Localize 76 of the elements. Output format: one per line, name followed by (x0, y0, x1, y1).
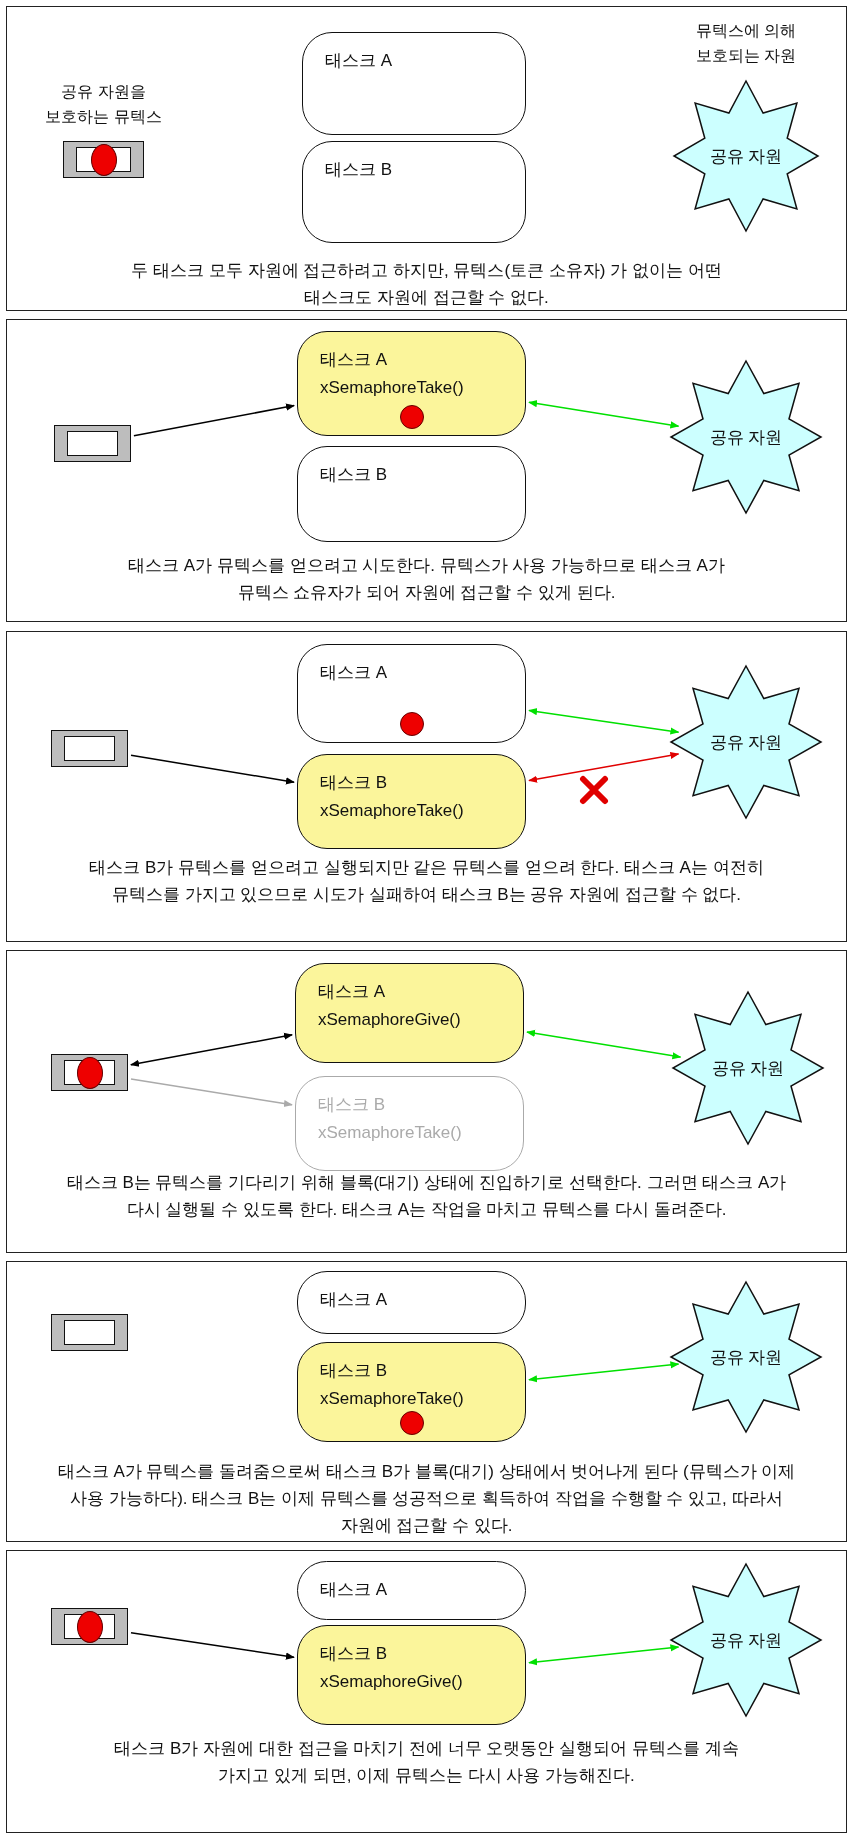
task-label: 태스크 B (320, 772, 389, 794)
caption-text: 태스크 A가 뮤텍스를 얻으려고 시도한다. 뮤텍스가 사용 가능하므로 태스크 A가 뮤텍스 쇼유자가 되어 자원에 접근할 수 있게 된다. (127, 555, 726, 605)
arrow (526, 1029, 682, 1060)
task-label: 태스크 B (325, 159, 394, 181)
caption-text: 태스크 A가 뮤텍스를 돌려줌으로써 태스크 B가 블록(대기) 상태에서 벗어나게 된다 (뮤텍스가 이제 사용 가능하다). 태스크 B는 이제 뮤텍스를 성공적으로 획득하여 작업을 수행할 수 있고, 따라서 자원에 접근할 수 있다. (56, 1461, 797, 1538)
caption-text: 태스크 B는 뮤텍스를 기다리기 위해 블록(대기) 상태에 진입하기로 선택한다. 그러면 태스크 A가 다시 실행될 수 있도록 한다. 태스크 A는 작업을 마치고 뮤텍스를 다시 돌려준다. (65, 1172, 788, 1222)
task-label: 태스크 B (320, 464, 389, 486)
function-call-text: xSemaphoreTake() (320, 377, 465, 399)
task-box (297, 1271, 526, 1334)
task-label: 태스크 A (320, 1579, 389, 1601)
caption-text: 태스크 B가 뮤텍스를 얻으려고 실행되지만 같은 뮤텍스를 얻으려 한다. 태스크 A는 여전히 뮤텍스를 가지고 있으므로 시도가 실패하여 태스크 B는 공유 자원에 접근할 수 없다. (88, 857, 765, 907)
arrow (130, 754, 295, 785)
task-box (297, 1342, 526, 1442)
panel-frame (6, 1261, 847, 1542)
task-label: 태스크 A (318, 981, 387, 1003)
caption-text: 태스크 B가 자원에 대한 접근을 마치기 전에 너무 오랫동안 실행되어 뮤텍스를 계속 가지고 있게 되면, 이제 뮤텍스는 다시 사용 가능해진다. (113, 1738, 740, 1788)
panel-frame (6, 6, 847, 311)
task-box (302, 32, 526, 135)
task-label: 태스크 B (318, 1094, 387, 1116)
task-label: 태스크 A (320, 662, 389, 684)
task-box (295, 1076, 524, 1171)
task-box (297, 754, 526, 849)
token-circle (90, 143, 117, 176)
mutex-drawing (51, 1608, 128, 1645)
task-label: 태스크 A (320, 1289, 389, 1311)
star-shape (673, 992, 823, 1144)
star-shape (671, 666, 821, 818)
mutex-drawing (51, 730, 128, 767)
task-box (297, 1625, 526, 1725)
resource-name: 공유 자원 (709, 145, 783, 168)
resource-name: 공유 자원 (709, 731, 783, 754)
mutex-drawing (51, 1054, 128, 1091)
mutex-label: 공유 자원을 보호하는 뮤텍스 (44, 81, 163, 128)
task-box (297, 446, 526, 542)
function-call-text: xSemaphoreTake() (320, 800, 465, 822)
caption-text: 두 태스크 모두 자원에 접근하려고 하지만, 뮤텍스(토큰 소유자) 가 없이는 어떤 태스크도 자원에 접근할 수 없다. (130, 260, 723, 310)
token-circle (400, 1411, 425, 1435)
arrow (130, 1032, 293, 1067)
token-circle (400, 405, 425, 429)
mutex-drawing (51, 1314, 128, 1351)
resource-name: 공유 자원 (711, 1057, 785, 1080)
resource-name: 공유 자원 (709, 1346, 783, 1369)
token-circle (400, 712, 425, 736)
arrow (528, 1361, 680, 1383)
task-box (297, 644, 526, 743)
function-call-text: xSemaphoreGive() (318, 1009, 462, 1031)
resource-name: 공유 자원 (709, 426, 783, 449)
task-box (302, 141, 526, 243)
panel-frame (6, 950, 847, 1253)
panel-frame (6, 631, 847, 942)
resource-name: 공유 자원 (709, 1629, 783, 1652)
task-box (295, 963, 524, 1063)
star-shape (671, 1564, 821, 1716)
arrow (130, 1078, 293, 1108)
task-label: 태스크 B (320, 1643, 389, 1665)
token-circle (76, 1056, 103, 1089)
arrow (528, 751, 680, 783)
task-label: 태스크 B (320, 1360, 389, 1382)
resource-label: 뮤텍스에 의해 보호되는 자원 (694, 20, 798, 67)
star-shape (671, 1282, 821, 1432)
arrow (130, 1631, 295, 1660)
task-label: 태스크 A (325, 50, 394, 72)
arrow (133, 403, 295, 437)
task-box (297, 331, 526, 436)
star-shape (671, 361, 821, 513)
token-circle (76, 1610, 103, 1643)
arrow (528, 400, 680, 429)
mutex-drawing (54, 425, 131, 462)
function-call-text: xSemaphoreTake() (320, 1388, 465, 1410)
panel-frame (6, 1550, 847, 1833)
task-label: 태스크 A (320, 349, 389, 371)
function-call-text: xSemaphoreTake() (318, 1122, 463, 1144)
arrow (528, 708, 680, 735)
function-call-text: xSemaphoreGive() (320, 1671, 464, 1693)
arrow (528, 1644, 680, 1666)
panel-frame (6, 319, 847, 622)
